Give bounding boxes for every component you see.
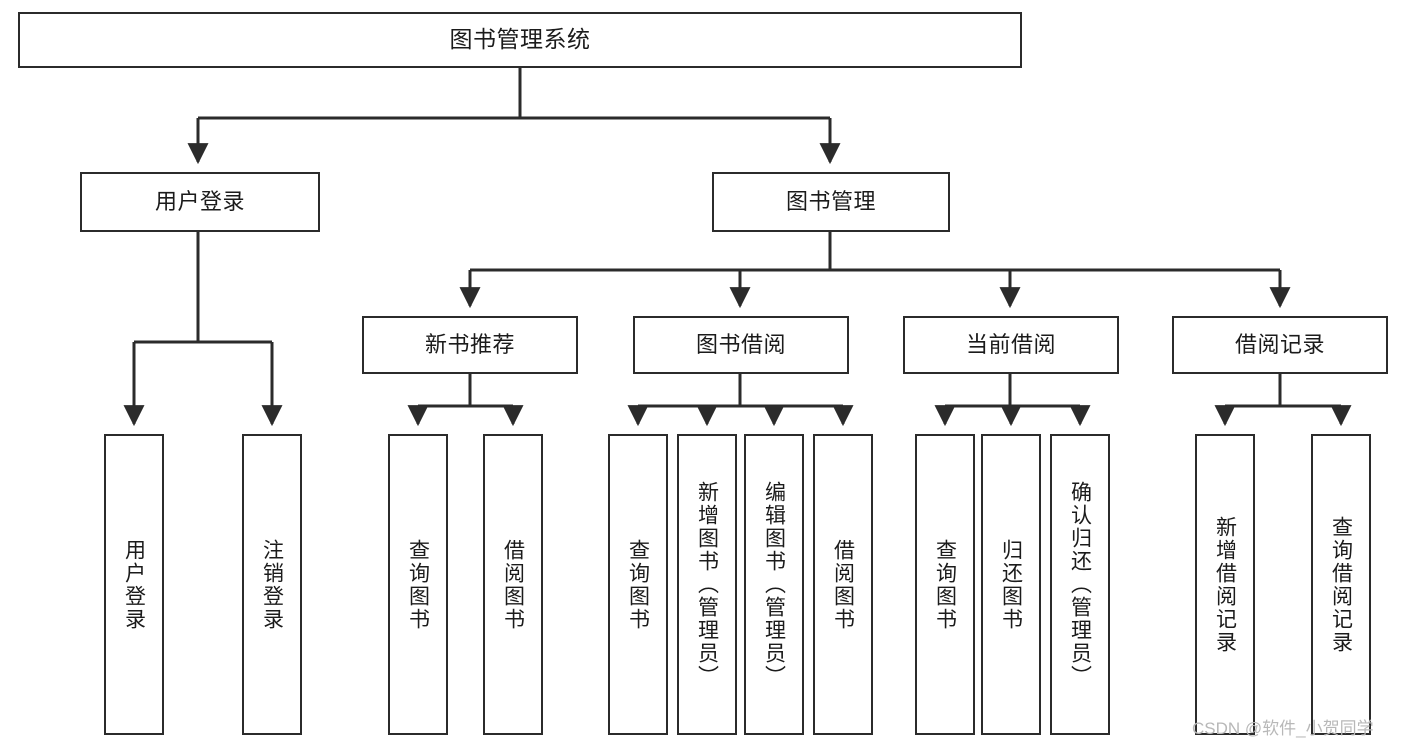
node-leaf-borrow-book-1[interactable]: 借阅图书 [483,434,543,735]
node-leaf-user-login[interactable]: 用户登录 [104,434,164,735]
node-label: 借阅图书 [831,538,855,631]
node-leaf-user-logout[interactable]: 注销登录 [242,434,302,735]
node-leaf-return-book[interactable]: 归还图书 [981,434,1041,735]
node-label: 当前借阅 [965,331,1056,357]
node-label: 归还图书 [999,538,1023,631]
node-label: 注销登录 [260,538,284,631]
node-leaf-query-book-1[interactable]: 查询图书 [388,434,448,735]
node-leaf-add-book[interactable]: 新增图书（管理员） [677,434,737,735]
node-leaf-query-book-2[interactable]: 查询图书 [608,434,668,735]
node-current-borrow[interactable]: 当前借阅 [903,316,1119,374]
node-label: 编辑图书（管理员） [762,481,786,688]
node-label: 借阅图书 [501,538,525,631]
node-label: 图书借阅 [695,331,786,357]
node-label: 查询图书 [933,538,957,631]
node-label: 查询图书 [626,538,650,631]
node-user-login[interactable]: 用户登录 [80,172,320,232]
node-label: 查询借阅记录 [1329,515,1353,654]
node-book-borrow[interactable]: 图书借阅 [633,316,849,374]
node-leaf-borrow-book-2[interactable]: 借阅图书 [813,434,873,735]
node-root-system[interactable]: 图书管理系统 [18,12,1022,68]
node-label: 新增图书（管理员） [695,481,719,688]
node-label: 图书管理 [785,188,876,214]
node-leaf-confirm-return[interactable]: 确认归还（管理员） [1050,434,1110,735]
node-label: 查询图书 [406,538,430,631]
node-label: 确认归还（管理员） [1068,481,1092,688]
node-label: 新增借阅记录 [1213,515,1237,654]
node-borrow-record[interactable]: 借阅记录 [1172,316,1388,374]
node-label: 借阅记录 [1234,331,1325,357]
node-leaf-edit-book[interactable]: 编辑图书（管理员） [744,434,804,735]
node-new-book-rec[interactable]: 新书推荐 [362,316,578,374]
node-leaf-add-record[interactable]: 新增借阅记录 [1195,434,1255,735]
node-label: 用户登录 [122,538,146,631]
node-label: 图书管理系统 [449,26,591,53]
node-leaf-query-book-3[interactable]: 查询图书 [915,434,975,735]
node-label: 用户登录 [154,188,245,214]
node-book-manage[interactable]: 图书管理 [712,172,950,232]
node-label: 新书推荐 [424,331,515,357]
node-leaf-query-record[interactable]: 查询借阅记录 [1311,434,1371,735]
